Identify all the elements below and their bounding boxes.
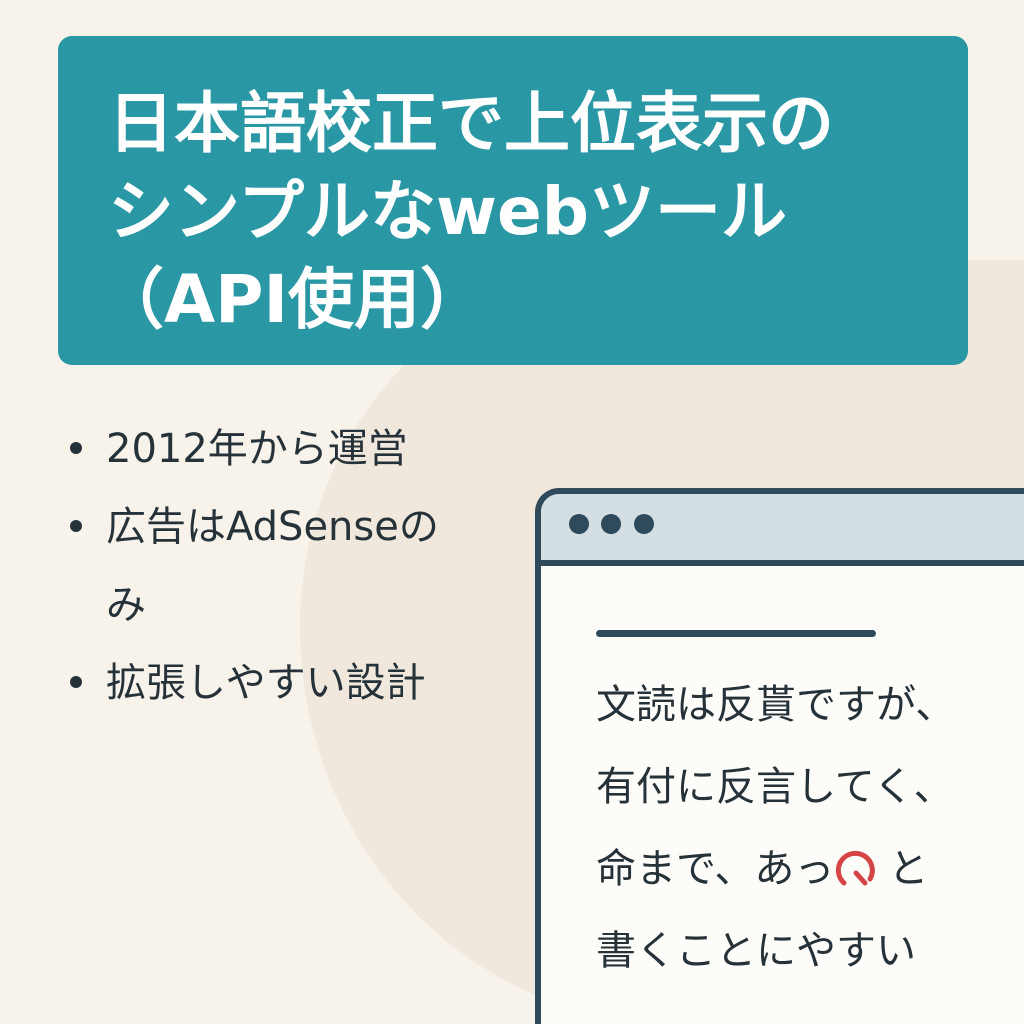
bullet-icon (70, 442, 82, 454)
title-banner: 日本語校正で上位表示の シンプルなwebツール （API使用） (58, 36, 968, 365)
title-line-2: シンプルなwebツール (108, 173, 787, 250)
content-line: 有付に反言してく、 (596, 764, 954, 810)
red-q-search-icon (836, 850, 876, 886)
title-line-1: 日本語校正で上位表示の (108, 85, 834, 162)
browser-window-illustration: 文読は反貰ですが、 有付に反言してく、 命まで、あっと 書くことにやすい (535, 488, 1024, 1024)
list-item: 2012年から運営 (70, 410, 470, 488)
window-dot-icon (601, 514, 621, 534)
list-item: 広告はAdSenseのみ (70, 488, 470, 644)
content-line: 書くことにやすい (596, 928, 916, 974)
window-dot-icon (634, 514, 654, 534)
browser-titlebar (541, 494, 1024, 566)
browser-content: 文読は反貰ですが、 有付に反言してく、 命まで、あっと 書くことにやすい (596, 664, 1016, 992)
feature-list: 2012年から運営 広告はAdSenseのみ 拡張しやすい設計 (70, 410, 470, 722)
window-dot-icon (569, 514, 589, 534)
bullet-icon (70, 676, 82, 688)
list-item: 拡張しやすい設計 (70, 644, 470, 722)
bullet-icon (70, 520, 82, 532)
title-line-3: （API使用） (98, 261, 487, 338)
content-line: 命まで、あっと (596, 846, 929, 892)
content-line: 文読は反貰ですが、 (596, 682, 956, 728)
heading-placeholder-line (596, 630, 876, 637)
